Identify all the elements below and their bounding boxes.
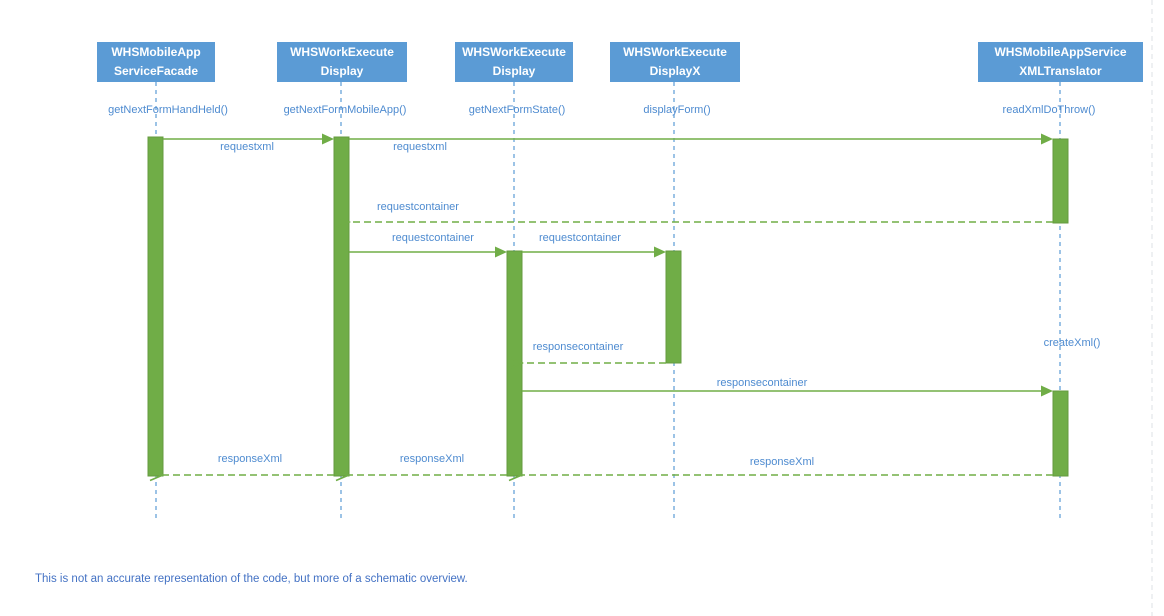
message-label: responseXml <box>399 453 465 465</box>
activation-bar <box>333 136 350 477</box>
activation-bar <box>665 250 682 364</box>
activation-bar <box>147 136 164 477</box>
arrowhead-filled-icon <box>1041 385 1053 397</box>
arrowhead-open-icon <box>508 468 525 482</box>
arrowhead-open-icon <box>508 356 525 370</box>
method-call-label: createXml() <box>1043 337 1101 349</box>
arrowhead-open-icon <box>149 468 166 482</box>
arrowhead-filled-icon <box>654 246 666 258</box>
actor-box: WHSWorkExecute Display <box>277 42 407 82</box>
arrowhead-open-icon <box>335 215 352 229</box>
message-label: responsecontainer <box>716 377 808 389</box>
arrowhead-open-icon <box>335 468 352 482</box>
method-call-label: readXmlDoThrow() <box>1002 104 1096 116</box>
message-label: requestcontainer <box>392 232 474 244</box>
message-label: requestxml <box>220 141 274 153</box>
message-label: responseXml <box>749 456 815 468</box>
arrowhead-filled-icon <box>322 133 334 145</box>
message-label: responseXml <box>217 453 283 465</box>
actor-box: WHSWorkExecute Display <box>455 42 573 82</box>
actor-box: WHSWorkExecute DisplayX <box>610 42 740 82</box>
message-label: requestcontainer <box>539 232 621 244</box>
method-call-label: getNextFormState() <box>468 104 566 116</box>
message-label: requestxml <box>393 141 447 153</box>
arrowhead-filled-icon <box>495 246 507 258</box>
diagram-note: This is not an accurate representation o… <box>35 573 468 585</box>
activation-bar <box>1052 138 1069 224</box>
actor-box: WHSMobileAppService XMLTranslator <box>978 42 1143 82</box>
method-call-label: displayForm() <box>643 104 711 116</box>
actor-box: WHSMobileApp ServiceFacade <box>97 42 215 82</box>
method-call-label: getNextFormHandHeld() <box>108 104 228 116</box>
message-label: responsecontainer <box>532 341 624 353</box>
message-label: requestcontainer <box>377 201 459 213</box>
arrowhead-filled-icon <box>1041 133 1053 145</box>
method-call-label: getNextFormMobileApp() <box>283 104 407 116</box>
activation-bar <box>1052 390 1069 477</box>
